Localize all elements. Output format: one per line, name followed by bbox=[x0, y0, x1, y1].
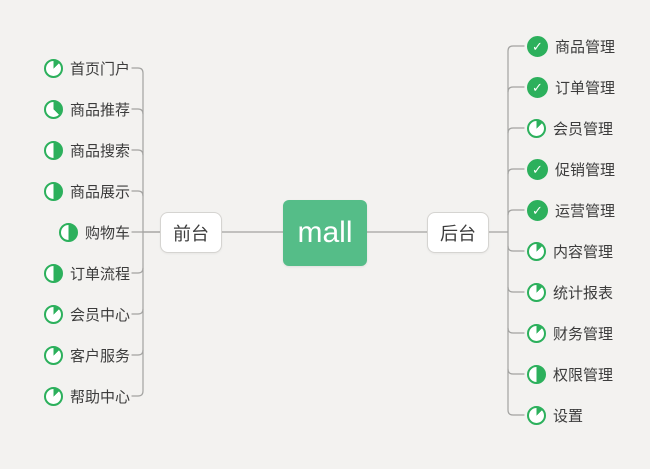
progress-1-8-pie-icon bbox=[527, 241, 546, 261]
topic-label: 财务管理 bbox=[553, 325, 614, 343]
done-check-icon: ✓ bbox=[527, 76, 548, 98]
front-item-3[interactable]: 商品展示 bbox=[43, 180, 130, 202]
progress-1-8-pie-icon bbox=[527, 282, 546, 302]
progress-1-8-pie-icon bbox=[43, 386, 63, 406]
back-item-6[interactable]: 统计报表 bbox=[527, 281, 613, 303]
progress-half-pie-icon bbox=[43, 263, 63, 283]
back-item-0[interactable]: ✓ 商品管理 bbox=[527, 35, 615, 57]
branch-node-backend[interactable]: 后台 bbox=[427, 212, 489, 253]
back-item-4[interactable]: ✓ 运营管理 bbox=[527, 199, 615, 221]
topic-label: 统计报表 bbox=[553, 284, 614, 302]
front-item-1[interactable]: 商品推荐 bbox=[43, 98, 130, 120]
topic-label: 内容管理 bbox=[553, 243, 614, 261]
done-check-icon: ✓ bbox=[527, 35, 548, 57]
progress-1-8-pie-icon bbox=[43, 58, 63, 78]
progress-half-pie-icon bbox=[527, 364, 546, 384]
back-item-5[interactable]: 内容管理 bbox=[527, 240, 613, 262]
topic-label: 商品搜索 bbox=[69, 142, 130, 160]
branch-node-label: 前台 bbox=[173, 223, 209, 244]
branch-node-label: 后台 bbox=[440, 223, 476, 244]
front-item-5[interactable]: 订单流程 bbox=[43, 262, 130, 284]
back-item-7[interactable]: 财务管理 bbox=[527, 322, 613, 344]
front-item-4[interactable]: 购物车 bbox=[58, 221, 130, 243]
topic-label: 订单管理 bbox=[555, 79, 616, 97]
root-node-label: mall bbox=[297, 216, 353, 249]
front-item-7[interactable]: 客户服务 bbox=[43, 344, 130, 366]
back-item-1[interactable]: ✓ 订单管理 bbox=[527, 76, 615, 98]
topic-label: 商品管理 bbox=[555, 38, 616, 56]
progress-1-8-pie-icon bbox=[43, 304, 63, 324]
topic-label: 设置 bbox=[553, 407, 584, 425]
back-item-3[interactable]: ✓ 促销管理 bbox=[527, 158, 615, 180]
front-item-2[interactable]: 商品搜索 bbox=[43, 139, 130, 161]
progress-1-8-pie-icon bbox=[527, 118, 546, 138]
branch-node-frontend[interactable]: 前台 bbox=[160, 212, 222, 253]
topic-label: 促销管理 bbox=[555, 161, 616, 179]
back-item-8[interactable]: 权限管理 bbox=[527, 363, 613, 385]
progress-half-pie-icon bbox=[43, 181, 63, 201]
topic-label: 客户服务 bbox=[69, 347, 130, 365]
done-check-icon: ✓ bbox=[527, 158, 548, 180]
front-item-8[interactable]: 帮助中心 bbox=[43, 385, 130, 407]
root-node-mall[interactable]: mall bbox=[283, 200, 367, 266]
topic-label: 帮助中心 bbox=[69, 388, 130, 406]
progress-1-8-pie-icon bbox=[527, 405, 546, 425]
topic-label: 首页门户 bbox=[69, 60, 130, 78]
topic-label: 商品展示 bbox=[69, 183, 130, 201]
progress-1-8-pie-icon bbox=[43, 345, 63, 365]
topic-label: 权限管理 bbox=[553, 366, 614, 384]
topic-label: 会员管理 bbox=[553, 120, 614, 138]
done-check-icon: ✓ bbox=[527, 199, 548, 221]
progress-3-8-pie-icon bbox=[43, 99, 63, 119]
progress-1-8-pie-icon bbox=[527, 323, 546, 343]
topic-label: 订单流程 bbox=[69, 265, 130, 283]
back-item-2[interactable]: 会员管理 bbox=[527, 117, 613, 139]
topic-label: 商品推荐 bbox=[69, 101, 130, 119]
topic-label: 购物车 bbox=[84, 224, 130, 242]
front-item-6[interactable]: 会员中心 bbox=[43, 303, 130, 325]
back-item-9[interactable]: 设置 bbox=[527, 404, 583, 426]
front-item-0[interactable]: 首页门户 bbox=[43, 57, 130, 79]
progress-half-pie-icon bbox=[58, 222, 78, 242]
progress-half-pie-icon bbox=[43, 140, 63, 160]
topic-label: 运营管理 bbox=[555, 202, 616, 220]
topic-label: 会员中心 bbox=[69, 306, 130, 324]
